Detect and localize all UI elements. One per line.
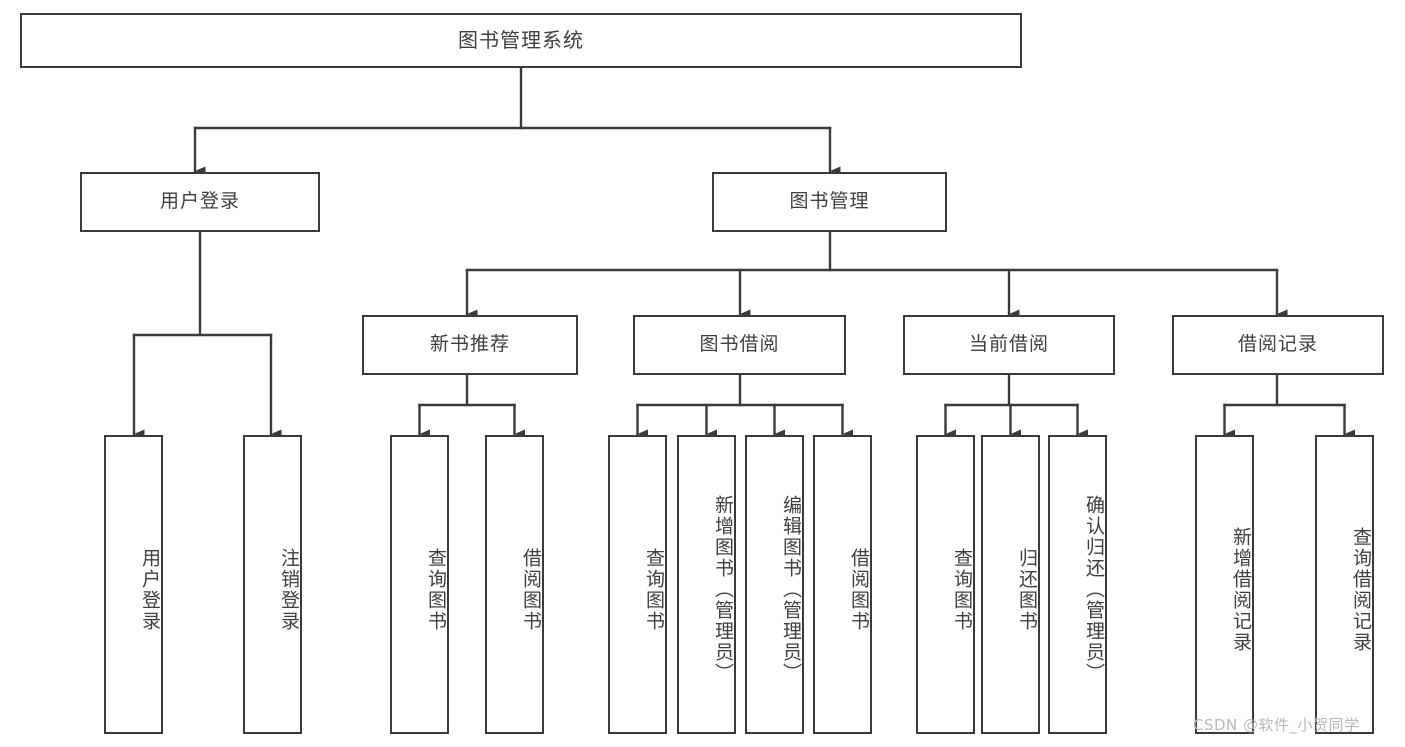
node-new-book-recommend-label: 新书推荐	[429, 333, 510, 356]
node-query-book-1-label: 查询图书	[425, 547, 447, 632]
node-new-book-recommend[interactable]: 新书推荐	[362, 315, 578, 375]
node-return-book[interactable]: 归还图书	[981, 435, 1040, 734]
node-book-borrow-label: 图书借阅	[699, 333, 780, 356]
node-user-login-label: 用户登录	[159, 190, 240, 213]
node-current-borrow[interactable]: 当前借阅	[903, 315, 1115, 375]
node-borrow-record[interactable]: 借阅记录	[1172, 315, 1384, 375]
node-user-login[interactable]: 用户登录	[80, 172, 320, 232]
node-borrow-book-2[interactable]: 借阅图书	[813, 435, 872, 734]
node-user-login-do[interactable]: 用户登录	[104, 435, 163, 734]
node-edit-book-label: 编辑图书（管理员）	[780, 495, 802, 684]
node-query-borrow-record[interactable]: 查询借阅记录	[1315, 435, 1374, 734]
node-book-manage[interactable]: 图书管理	[712, 172, 947, 232]
node-query-book-1[interactable]: 查询图书	[390, 435, 449, 734]
node-borrow-book-1-label: 借阅图书	[520, 547, 542, 632]
csdn-watermark: CSDN @软件_小贺同学	[1193, 716, 1360, 734]
node-add-borrow-record[interactable]: 新增借阅记录	[1195, 435, 1254, 734]
node-current-borrow-label: 当前借阅	[968, 333, 1049, 356]
node-confirm-return-label: 确认归还（管理员）	[1083, 495, 1105, 684]
node-book-borrow[interactable]: 图书借阅	[633, 315, 846, 375]
node-query-book-3[interactable]: 查询图书	[916, 435, 975, 734]
node-book-manage-label: 图书管理	[789, 190, 870, 213]
node-borrow-record-label: 借阅记录	[1237, 333, 1318, 356]
node-root[interactable]: 图书管理系统	[20, 13, 1022, 68]
node-borrow-book-1[interactable]: 借阅图书	[485, 435, 544, 734]
node-query-book-3-label: 查询图书	[951, 547, 973, 632]
node-query-book-2-label: 查询图书	[643, 547, 665, 632]
node-borrow-book-2-label: 借阅图书	[848, 547, 870, 632]
node-user-logout-label: 注销登录	[278, 547, 300, 632]
node-return-book-label: 归还图书	[1016, 547, 1038, 632]
node-query-book-2[interactable]: 查询图书	[608, 435, 667, 734]
node-confirm-return[interactable]: 确认归还（管理员）	[1048, 435, 1107, 734]
node-add-book[interactable]: 新增图书（管理员）	[677, 435, 736, 734]
node-edit-book[interactable]: 编辑图书（管理员）	[745, 435, 804, 734]
node-user-login-do-label: 用户登录	[139, 547, 161, 632]
node-root-label: 图书管理系统	[458, 28, 584, 52]
node-query-borrow-record-label: 查询借阅记录	[1350, 526, 1372, 653]
node-add-book-label: 新增图书（管理员）	[712, 495, 734, 684]
node-add-borrow-record-label: 新增借阅记录	[1230, 526, 1252, 653]
node-user-logout[interactable]: 注销登录	[243, 435, 302, 734]
